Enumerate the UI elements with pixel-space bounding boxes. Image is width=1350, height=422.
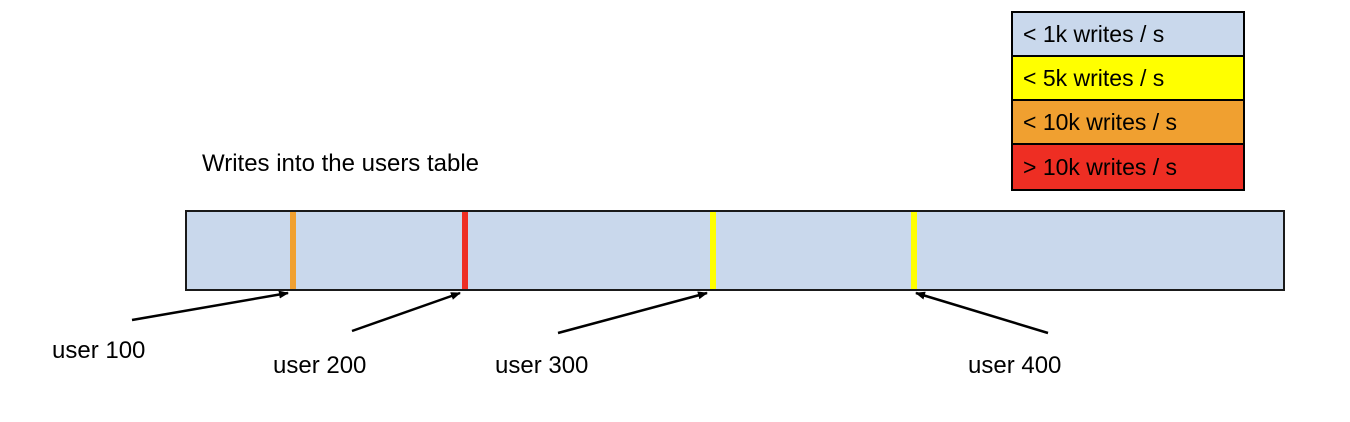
arrow-user-400 xyxy=(915,291,1049,335)
legend-label-lt-1k: < 1k writes / s xyxy=(1023,20,1165,47)
arrow-user-200 xyxy=(351,291,461,333)
legend-label-gt-10k: > 10k writes / s xyxy=(1023,153,1178,180)
stripe-user-100 xyxy=(290,212,296,289)
label-user-300: user 300 xyxy=(495,352,589,379)
write-rate-legend: < 1k writes / s < 5k writes / s < 10k wr… xyxy=(1011,11,1245,191)
chart-title: Writes into the users table xyxy=(202,150,480,177)
stripe-user-300 xyxy=(710,212,716,289)
arrow-user-300 xyxy=(557,291,708,335)
arrow-user-100 xyxy=(131,290,289,322)
users-table-bar xyxy=(185,210,1285,291)
legend-row-lt-5k: < 5k writes / s xyxy=(1013,57,1243,101)
label-user-100: user 100 xyxy=(52,337,146,364)
label-user-200: user 200 xyxy=(273,352,367,379)
legend-label-lt-10k: < 10k writes / s xyxy=(1023,108,1178,135)
stripe-user-200 xyxy=(462,212,468,289)
legend-label-lt-5k: < 5k writes / s xyxy=(1023,64,1165,91)
stripe-user-400 xyxy=(911,212,917,289)
legend-row-lt-10k: < 10k writes / s xyxy=(1013,101,1243,145)
legend-row-lt-1k: < 1k writes / s xyxy=(1013,13,1243,57)
legend-row-gt-10k: > 10k writes / s xyxy=(1013,145,1243,189)
label-user-400: user 400 xyxy=(968,352,1062,379)
